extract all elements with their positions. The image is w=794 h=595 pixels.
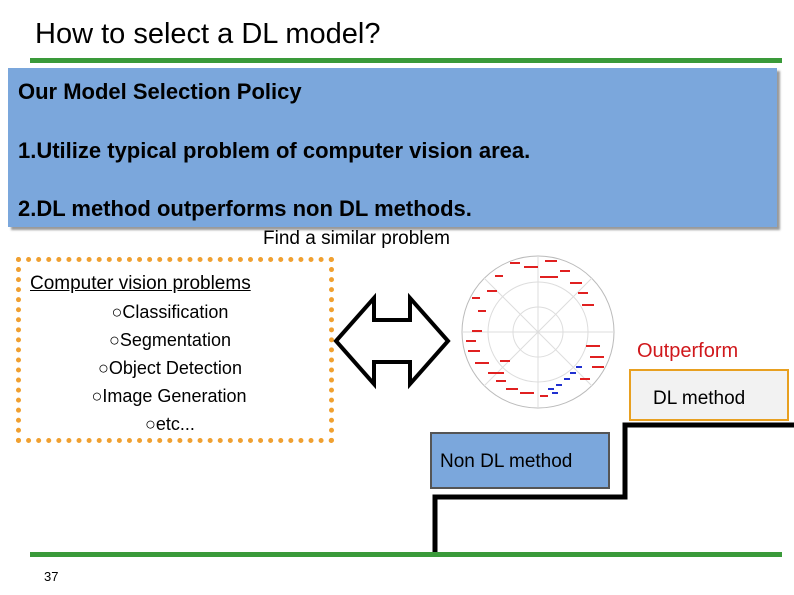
double-arrow-icon (333, 292, 451, 390)
problem-item: ○Classification (111, 302, 229, 322)
page-number: 37 (44, 569, 59, 584)
policy-item: 2.DL method outperforms non DL methods. (18, 196, 472, 221)
problem-item: ○Image Generation (91, 386, 247, 406)
policy-box (8, 68, 777, 227)
problems-box (16, 257, 334, 443)
non-dl-method-label: Non DL method (440, 451, 573, 472)
problems-heading: Computer vision problems (30, 273, 251, 294)
problem-item: ○Segmentation (109, 330, 231, 350)
footer-divider (30, 552, 782, 557)
step-line (432, 422, 794, 555)
problem-item: ○etc... (145, 414, 195, 434)
policy-item: 1.Utilize typical problem of computer vi… (18, 138, 531, 163)
find-similar-caption: Find a similar problem (263, 228, 450, 249)
slide-title: How to select a DL model? (35, 18, 381, 50)
problem-item: ○Object Detection (98, 358, 242, 378)
dl-method-label: DL method (653, 388, 746, 409)
dl-method-box (629, 369, 789, 421)
policy-heading: Our Model Selection Policy (18, 79, 302, 104)
outperform-label: Outperform (637, 340, 739, 362)
polar-plot-image (461, 255, 615, 409)
title-divider (30, 58, 782, 63)
non-dl-method-box (430, 432, 610, 489)
